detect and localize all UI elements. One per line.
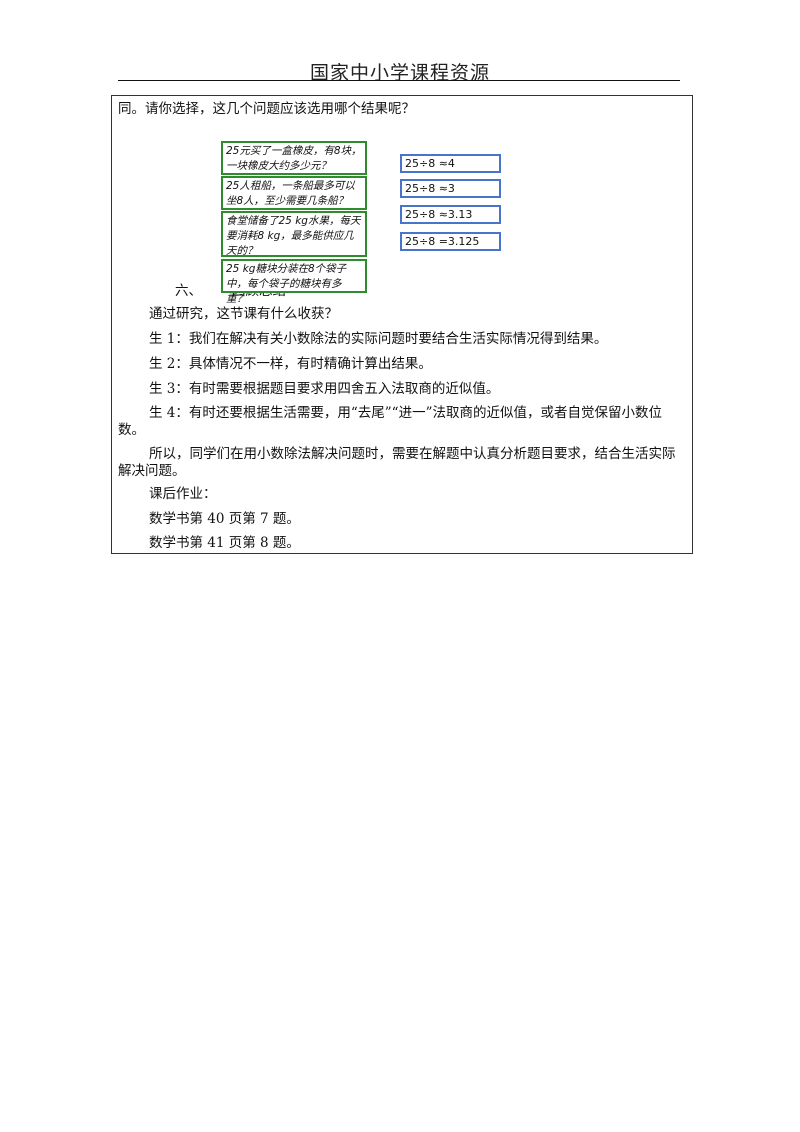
intro-text: 同。请你选择，这几个问题应该选用哪个结果呢？ bbox=[118, 101, 415, 117]
page-header-title: 国家中小学课程资源 bbox=[309, 62, 490, 84]
result-card-3-125: 25÷8 =3.125 bbox=[400, 232, 501, 251]
result-card-3: 25÷8 ≈3 bbox=[400, 179, 501, 198]
section-number: 六、 bbox=[175, 283, 202, 299]
homework-item-1: 数学书第 40 页第 7 题。 bbox=[149, 511, 300, 527]
result-card-3-13: 25÷8 ≈3.13 bbox=[400, 205, 501, 224]
paragraph-summary: 所以，同学们在用小数除法解决问题时，需要在解题中认真分析题目要求，结合生活实际解… bbox=[118, 446, 676, 479]
paragraph-student-4: 生 4：有时还要根据生活需要，用“去尾”“进一”法取商的近似值，或者自觉保留小数… bbox=[118, 405, 662, 438]
result-card-4: 25÷8 ≈4 bbox=[400, 154, 501, 173]
problem-card-candy: 25 kg糖块分装在8个袋子中，每个袋子的糖块有多重？ bbox=[221, 259, 367, 305]
problem-card-eraser: 25元买了一盒橡皮，有8块，一块橡皮大约多少元？ bbox=[221, 141, 367, 175]
paragraph-student-2: 生 2：具体情况不一样，有时精确计算出结果。 bbox=[149, 356, 432, 372]
paragraph-student-1: 生 1：我们在解决有关小数除法的实际问题时要结合生活实际情况得到结果。 bbox=[149, 331, 608, 347]
problem-card-boat: 25人租船，一条船最多可以坐8人，至少需要几条船？ bbox=[221, 176, 367, 210]
header-divider bbox=[118, 80, 680, 81]
paragraph-student-3: 生 3：有时需要根据题目要求用四舍五入法取商的近似值。 bbox=[149, 381, 500, 397]
content-table-cell bbox=[111, 95, 693, 554]
homework-item-2: 数学书第 41 页第 8 题。 bbox=[149, 535, 300, 551]
homework-heading: 课后作业： bbox=[149, 486, 217, 502]
problem-card-fruit: 食堂储备了25 kg水果，每天要消耗8 kg，最多能供应几天的？ bbox=[221, 211, 367, 257]
paragraph-question: 通过研究，这节课有什么收获？ bbox=[149, 306, 338, 322]
